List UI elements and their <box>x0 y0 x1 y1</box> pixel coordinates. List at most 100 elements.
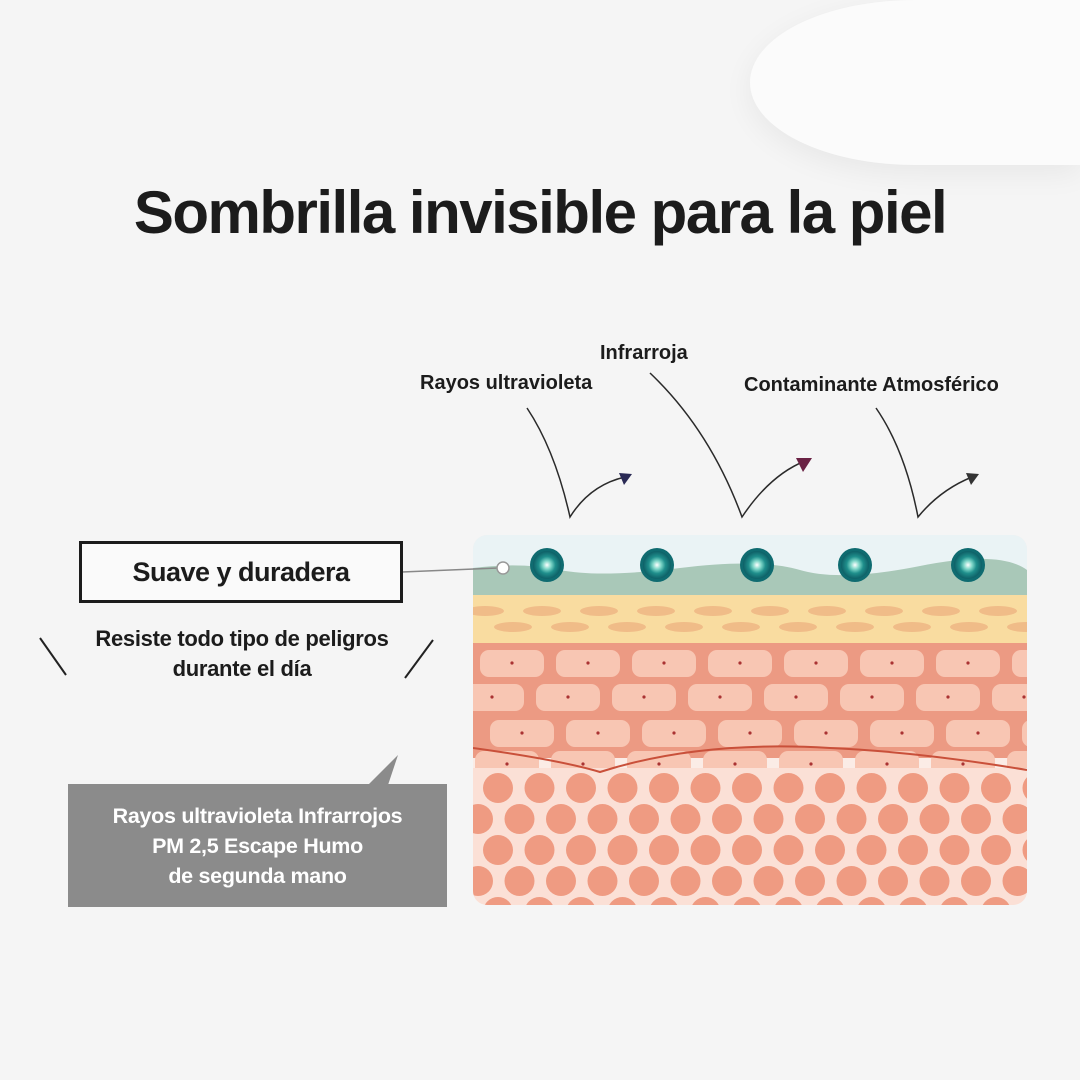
cell-nucleus <box>824 731 828 735</box>
dermis-cell <box>504 866 535 896</box>
basement-membrane-line <box>473 745 1027 774</box>
cell-nucleus <box>1052 731 1055 734</box>
subtitle: Resiste todo tipo de peligros durante el… <box>42 624 442 684</box>
label-pollution: Contaminante Atmosférico <box>744 374 999 396</box>
epidermis-cell <box>1022 720 1027 747</box>
dermis-cell <box>939 773 970 803</box>
dermis-cell <box>732 835 762 865</box>
epidermis-cell <box>1012 650 1027 677</box>
pollution-deflect-arrow <box>875 407 973 519</box>
fat-cell <box>808 606 846 616</box>
fat-cell <box>473 606 504 616</box>
dermis-cell <box>1022 773 1027 803</box>
dermis-cell <box>670 866 701 896</box>
cell-nucleus <box>672 731 676 735</box>
fat-cell <box>494 622 532 632</box>
cell-nucleus <box>809 762 813 766</box>
dermis-cell <box>649 835 679 865</box>
dermis-cell <box>898 897 928 905</box>
protective-particle-core <box>954 551 982 579</box>
dermis-cell <box>473 866 493 896</box>
cell-nucleus <box>505 762 509 766</box>
dermis-cell <box>546 804 576 834</box>
dermis-cell <box>1022 897 1027 905</box>
dermis-cell <box>795 866 825 896</box>
dermis-cell <box>773 773 804 803</box>
dermis-cell <box>524 835 555 865</box>
protective-particle-core <box>743 551 771 579</box>
dermis-cell <box>483 773 513 803</box>
cell-nucleus <box>900 731 904 735</box>
dermis-cell <box>898 773 928 803</box>
dermis-cell <box>670 804 701 834</box>
fat-cell <box>551 622 589 632</box>
dermis-cell <box>981 897 1011 905</box>
infrared-deflect-arrow <box>649 372 806 519</box>
page-title: Sombrilla invisible para la piel <box>133 179 948 246</box>
dermis-cell <box>566 835 596 865</box>
dermis-cell <box>566 897 596 905</box>
cell-nucleus <box>733 762 737 766</box>
dermis-cell <box>587 866 618 896</box>
dermis-cell <box>961 866 991 896</box>
fat-cell <box>722 622 760 632</box>
dermis-cell <box>856 897 887 905</box>
dermis-cell <box>836 804 867 834</box>
dermis-cell <box>1002 804 1027 834</box>
arrowhead-icon <box>619 473 632 485</box>
cell-nucleus <box>657 762 661 766</box>
cell-nucleus <box>870 695 874 699</box>
uv-deflect-arrow <box>526 407 626 519</box>
protection-line: PM 2,5 Escape Humo <box>152 833 363 858</box>
protective-particle-core <box>643 551 671 579</box>
protective-particle-core <box>533 551 561 579</box>
cell-nucleus <box>814 661 818 665</box>
cell-nucleus <box>966 661 970 665</box>
cell-nucleus <box>976 731 980 735</box>
cell-nucleus <box>1037 762 1040 765</box>
dermis-cell <box>961 804 991 834</box>
dermis-cell <box>524 897 555 905</box>
fat-layer <box>473 595 1027 643</box>
dermis-cell <box>1022 835 1027 865</box>
subtitle-line: durante el día <box>172 656 312 681</box>
dermis-cell <box>939 835 970 865</box>
label-infrared: Infrarroja <box>600 342 688 364</box>
dermis-cell <box>795 804 825 834</box>
fat-cell <box>922 606 960 616</box>
cell-nucleus <box>946 695 950 699</box>
cell-nucleus <box>748 731 752 735</box>
dermis-cell <box>981 835 1011 865</box>
cell-nucleus <box>520 731 524 735</box>
cell-nucleus <box>566 695 570 699</box>
cell-nucleus <box>1022 695 1026 699</box>
dermis-cell <box>483 835 513 865</box>
fat-cell <box>665 622 703 632</box>
cell-nucleus <box>1042 661 1045 664</box>
dermis-cell <box>587 804 618 834</box>
dermis-cell <box>607 897 638 905</box>
dermis-cell <box>919 866 950 896</box>
label-uv: Rayos ultravioleta <box>420 372 593 394</box>
fat-cell <box>865 606 903 616</box>
dermis-cell <box>919 804 950 834</box>
fat-cell <box>979 606 1017 616</box>
fat-cell <box>950 622 988 632</box>
protection-line: de segunda mano <box>168 863 347 888</box>
dermis-cell <box>773 835 804 865</box>
cell-nucleus <box>581 762 585 766</box>
cell-nucleus <box>662 661 666 665</box>
cell-nucleus <box>738 661 742 665</box>
dermis-cell <box>690 773 721 803</box>
connector-line <box>401 567 499 573</box>
fat-cell <box>608 622 646 632</box>
dermis-cell <box>504 804 535 834</box>
dermis-cell <box>753 866 784 896</box>
dermis-cell <box>473 804 493 834</box>
subtitle-line: Resiste todo tipo de peligros <box>95 626 389 651</box>
speech-tail <box>368 755 398 785</box>
cell-nucleus <box>642 695 646 699</box>
arrowhead-icon <box>796 458 812 472</box>
dermis-cell <box>878 866 908 896</box>
